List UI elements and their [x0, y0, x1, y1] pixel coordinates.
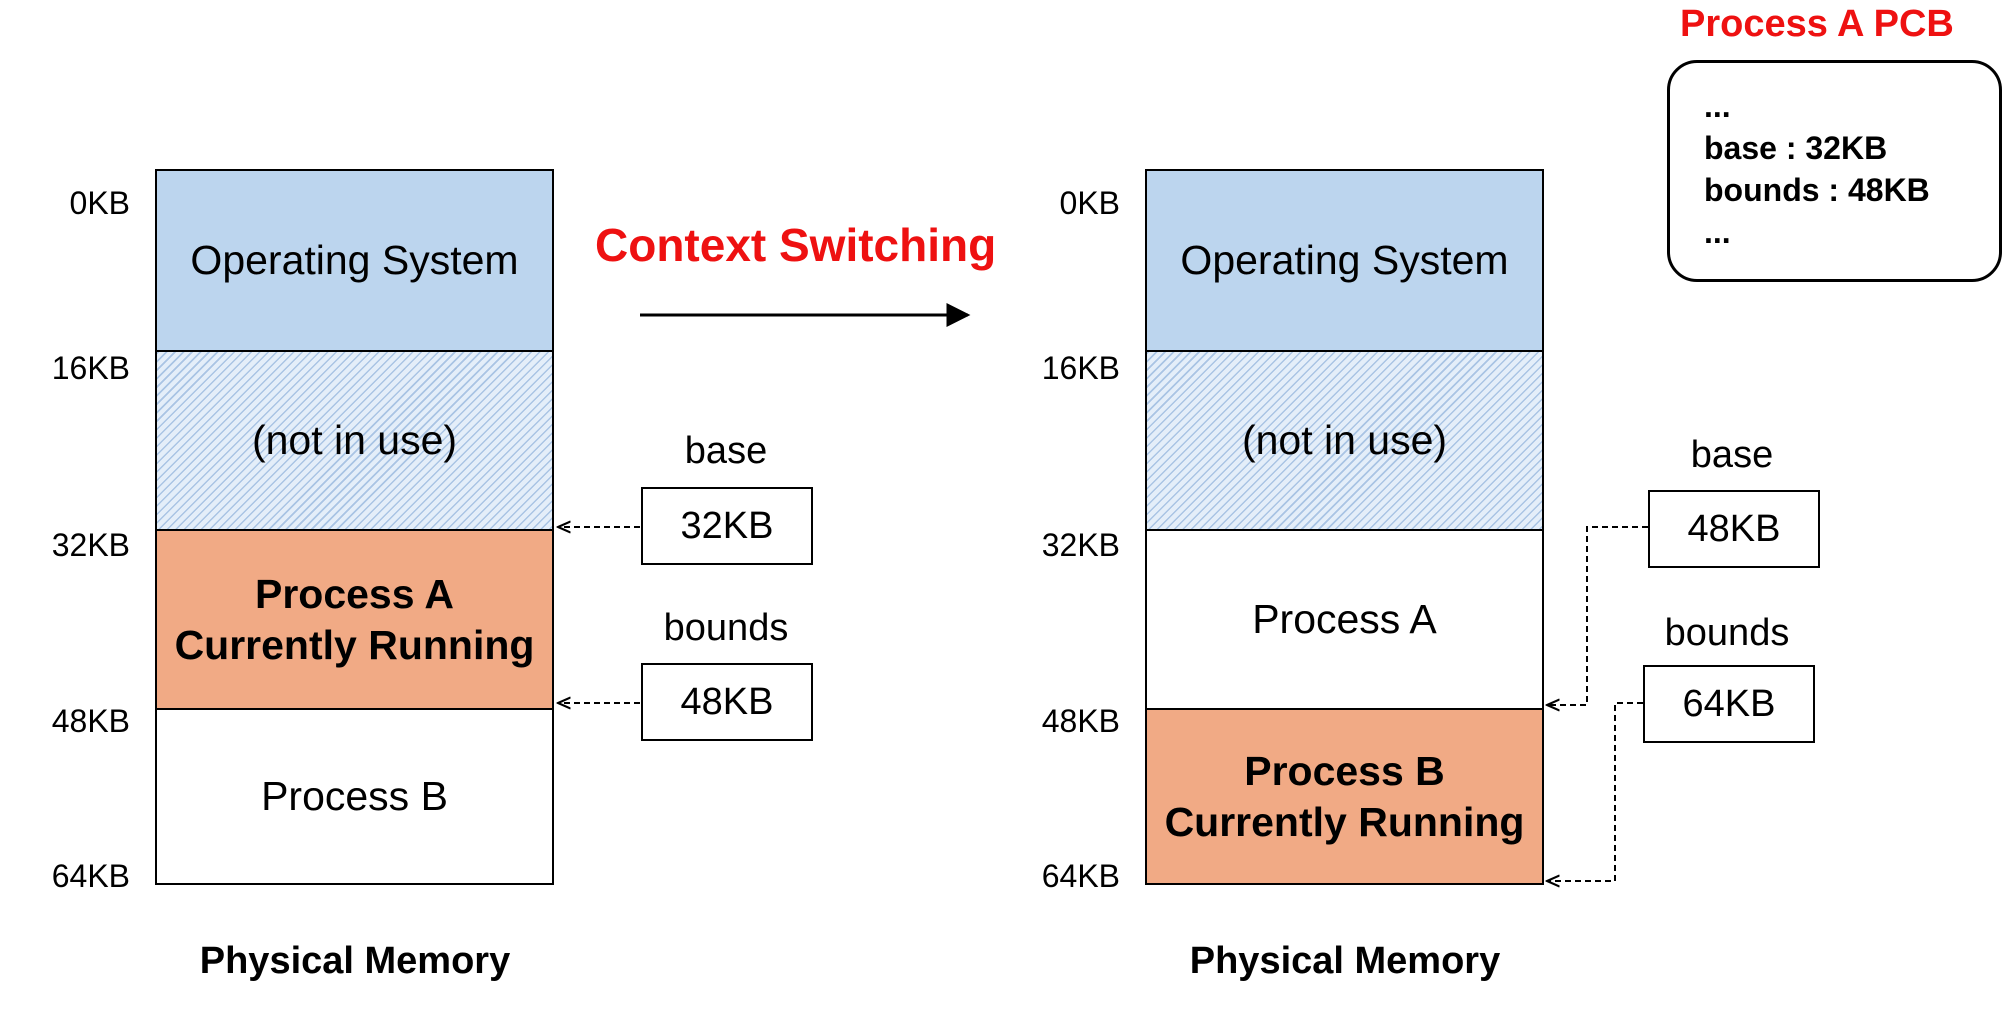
left-memory-caption: Physical Memory: [199, 940, 511, 982]
left-segment-process-a: Process A Currently Running: [157, 529, 552, 708]
left-bounds-label: bounds: [663, 607, 789, 649]
left-base-register: 32KB: [641, 487, 813, 565]
segment-label: Process A: [254, 571, 455, 618]
segment-label: Process B: [261, 773, 448, 820]
process-a-pcb: ... base : 32KB bounds : 48KB ...: [1667, 60, 2002, 282]
right-tick-64kb: 64KB: [1041, 858, 1120, 894]
right-segment-operating-system: Operating System: [1147, 171, 1542, 350]
segment-text: Process A Currently Running: [175, 569, 535, 669]
segment-label: (not in use): [1241, 417, 1448, 464]
right-tick-32kb: 32KB: [1041, 527, 1120, 563]
segment-label: Operating System: [190, 237, 519, 284]
pcb-line-ellipsis-bottom: ...: [1704, 214, 1731, 250]
left-tick-32kb: 32KB: [51, 527, 130, 563]
right-tick-0kb: 0KB: [1059, 185, 1120, 221]
right-tick-16kb: 16KB: [1041, 350, 1120, 386]
right-base-label: base: [1690, 434, 1774, 476]
right-bounds-pointer: [1547, 702, 1643, 881]
left-segment-process-b: Process B: [157, 708, 552, 883]
register-value: 64KB: [1682, 682, 1776, 725]
left-tick-48kb: 48KB: [51, 703, 130, 739]
pcb-line-bounds: bounds : 48KB: [1704, 172, 1930, 208]
left-base-label: base: [684, 430, 768, 472]
context-switching-label: Context Switching: [595, 219, 997, 271]
segment-label: (not in use): [251, 417, 458, 464]
left-bounds-register: 48KB: [641, 663, 813, 741]
segment-label: Operating System: [1180, 237, 1509, 284]
pcb-line-ellipsis-top: ...: [1704, 88, 1731, 124]
right-physical-memory: Operating System (not in use) Process A …: [1145, 169, 1544, 885]
register-value: 48KB: [1687, 507, 1781, 550]
segment-text: Process B Currently Running: [1165, 746, 1525, 846]
left-segment-not-in-use: (not in use): [157, 350, 552, 529]
left-tick-16kb: 16KB: [51, 350, 130, 386]
pcb-title: Process A PCB: [1680, 3, 1954, 45]
segment-label: Process B: [1244, 748, 1445, 795]
right-base-register: 48KB: [1648, 490, 1820, 568]
left-tick-64kb: 64KB: [51, 858, 130, 894]
right-base-pointer: [1547, 526, 1648, 705]
segment-status: Currently Running: [174, 621, 535, 668]
right-segment-process-a: Process A: [1147, 529, 1542, 708]
right-segment-not-in-use: (not in use): [1147, 350, 1542, 529]
right-segment-process-b: Process B Currently Running: [1147, 708, 1542, 883]
left-segment-operating-system: Operating System: [157, 171, 552, 350]
register-value: 48KB: [680, 680, 774, 723]
register-value: 32KB: [680, 504, 774, 547]
right-tick-48kb: 48KB: [1041, 703, 1120, 739]
left-physical-memory: Operating System (not in use) Process A …: [155, 169, 554, 885]
right-memory-caption: Physical Memory: [1189, 940, 1501, 982]
left-tick-0kb: 0KB: [69, 185, 130, 221]
segment-label: Process A: [1252, 596, 1437, 643]
right-bounds-register: 64KB: [1643, 665, 1815, 743]
segment-status: Currently Running: [1164, 798, 1525, 845]
right-bounds-label: bounds: [1664, 612, 1790, 654]
pcb-line-base: base : 32KB: [1704, 130, 1888, 166]
